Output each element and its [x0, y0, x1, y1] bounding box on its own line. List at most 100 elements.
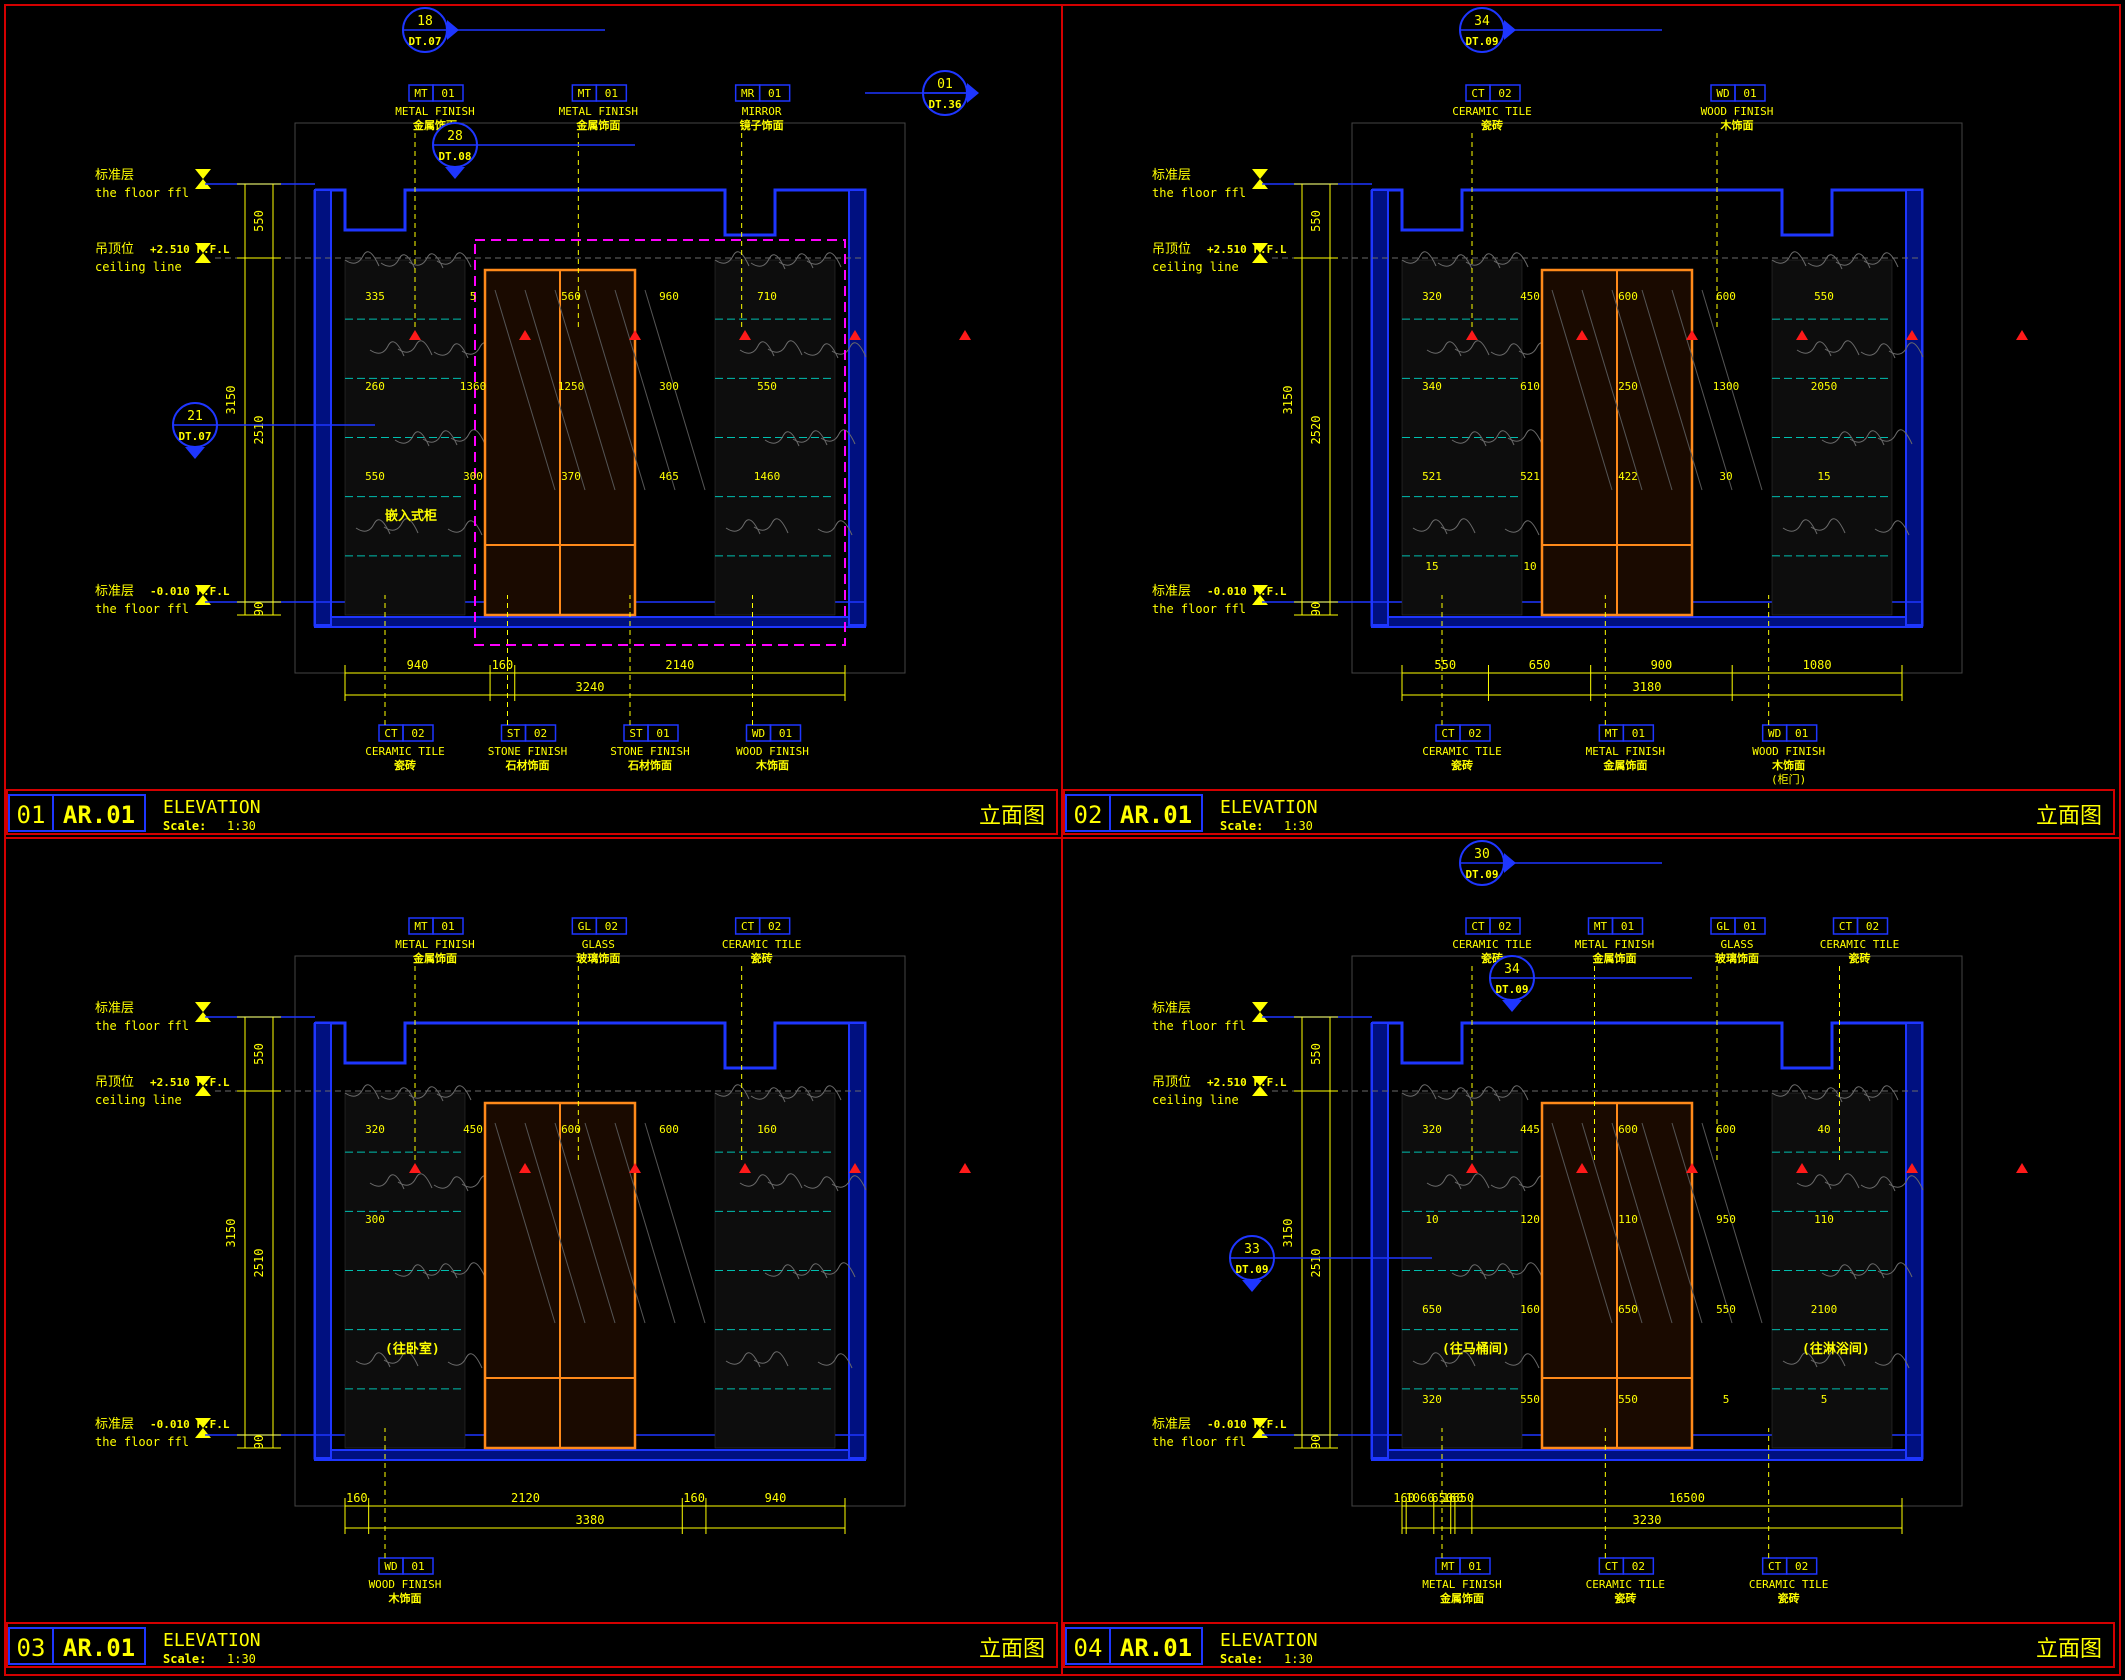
inner-dim-value: 550 — [757, 380, 777, 393]
callout-finish-cn: 木饰面 — [1720, 118, 1754, 132]
callout-finish-cn: 木饰面 — [755, 758, 789, 772]
callout-finish-cn: 木饰面 — [1771, 758, 1805, 772]
callout-arrowhead — [409, 330, 421, 340]
marble-vein — [344, 251, 380, 267]
callout-finish-en: WOOD FINISH — [369, 1578, 442, 1591]
detail-bubble-sheet: DT.07 — [408, 35, 441, 48]
marble-vein — [447, 520, 483, 536]
callout-finish-en: STONE FINISH — [488, 745, 567, 758]
marble-vein — [1490, 343, 1526, 359]
level-name-cn: 标准层 — [1152, 168, 1191, 183]
scale-label: Scale: — [1220, 1652, 1263, 1666]
marble-vein — [447, 1353, 483, 1369]
wall-section — [1370, 188, 1924, 628]
inner-dim-value: 600 — [659, 1123, 679, 1136]
callout-num-box — [595, 917, 628, 935]
callout-finish-en: METAL FINISH — [395, 105, 474, 118]
callout-num: 02 — [1632, 1560, 1645, 1573]
dim-total: 3240 — [576, 680, 605, 694]
glass-hatch — [524, 289, 586, 491]
inner-dim-value: 550 — [365, 470, 385, 483]
hidden-line-box — [474, 239, 846, 646]
drawing-title-cn: 立面图 — [979, 804, 1045, 829]
callout-arrowhead — [1686, 1163, 1698, 1173]
dim-value: 2520 — [1309, 416, 1323, 445]
drawing-title: ELEVATION — [1220, 797, 1318, 818]
callout-finish-cn: 瓷砖 — [394, 758, 416, 772]
detail-bubble-number: 30 — [1474, 847, 1490, 862]
dim-value: 160 — [1393, 1491, 1415, 1505]
callout-finish-en: CERAMIC TILE — [1452, 938, 1531, 951]
scale-value: 1:30 — [227, 819, 256, 833]
glass-hatch — [1701, 289, 1763, 491]
level-name-en: the floor ffl — [95, 186, 189, 200]
marble-vein — [820, 1262, 856, 1278]
callout-arrowhead — [1906, 330, 1918, 340]
callout-num-box — [1785, 1557, 1818, 1575]
callout-finish-cn: 金属饰面 — [412, 951, 457, 965]
callout-arrowhead — [739, 1163, 751, 1173]
marble-vein — [1860, 1176, 1896, 1192]
glass-hatch — [1671, 289, 1733, 491]
dim-value: 550 — [1434, 658, 1456, 672]
callout-num-box — [647, 724, 679, 742]
inner-dim-value: 250 — [1618, 380, 1638, 393]
callout-arrowhead — [1466, 1163, 1478, 1173]
detail-bubble-sheet: DT.07 — [178, 430, 211, 443]
callout-num-box — [524, 724, 557, 742]
callout-num-box — [402, 724, 434, 742]
level-value: +2.510 F.F.L — [150, 243, 230, 256]
level-triangle — [1252, 169, 1268, 179]
scale-value: 1:30 — [1284, 819, 1313, 833]
inner-dim-value: 320 — [365, 1123, 385, 1136]
detail-bubble-pointer — [1502, 1000, 1522, 1012]
drawing-title-cn: 立面图 — [979, 1637, 1045, 1662]
marble-vein — [1465, 253, 1501, 269]
level-value: -0.010 F.F.L — [1207, 1418, 1287, 1431]
callout-finish-cn: 瓷砖 — [751, 951, 773, 965]
marble-vein — [394, 431, 430, 447]
callout-num: 02 — [1498, 87, 1511, 100]
callout-num-box — [1459, 724, 1491, 742]
marble-vein — [433, 343, 469, 359]
glass-hatch — [614, 1122, 676, 1324]
inner-dim-value: 1360 — [460, 380, 487, 393]
marble-vein — [792, 430, 828, 446]
inner-dim-value: 1250 — [558, 380, 585, 393]
glass-hatch — [1701, 1122, 1763, 1324]
scale-label: Scale: — [163, 1652, 206, 1666]
marble-vein — [764, 1264, 800, 1280]
callout-num: 01 — [779, 727, 792, 740]
marble-vein — [725, 519, 761, 535]
inner-dim-value: 521 — [1520, 470, 1540, 483]
inner-dim-value: 600 — [561, 1123, 581, 1136]
callout-num: 01 — [441, 920, 454, 933]
marble-vein — [1412, 1352, 1448, 1368]
sheet-code: AR.01 — [1120, 801, 1192, 829]
glass-hatch — [1671, 1122, 1733, 1324]
callout-finish-en: CERAMIC TILE — [1586, 1578, 1665, 1591]
glass-hatch — [644, 289, 706, 491]
callout-finish-en: CERAMIC TILE — [1422, 745, 1501, 758]
detail-bubble-number: 01 — [937, 77, 953, 92]
callout-finish-en: CERAMIC TILE — [722, 938, 801, 951]
marble-vein — [1782, 1352, 1818, 1368]
level-triangle — [1252, 585, 1268, 595]
marble-vein — [1796, 341, 1832, 357]
marble-vein — [450, 1262, 486, 1278]
dim-value: 550 — [252, 210, 266, 232]
callout-num: 02 — [605, 920, 618, 933]
detail-bubble-number: 18 — [417, 14, 433, 29]
marble-vein — [383, 518, 419, 534]
marble-vein — [1849, 430, 1885, 446]
callout-num: 02 — [1866, 920, 1879, 933]
inner-dim-value: 110 — [1814, 1213, 1834, 1226]
